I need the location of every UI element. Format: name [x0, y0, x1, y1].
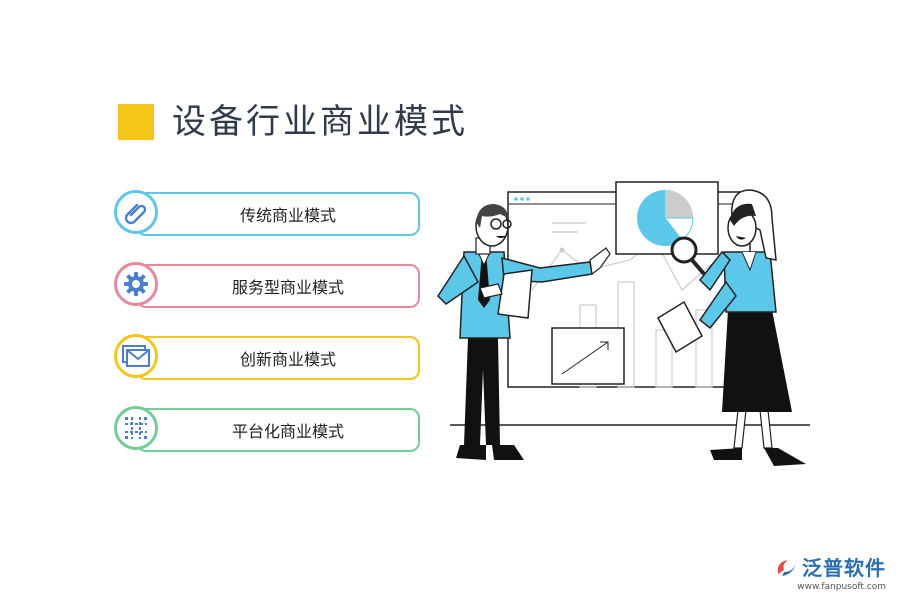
gear-icon — [114, 262, 158, 306]
item-label: 服务型商业模式 — [231, 278, 344, 297]
list-item-innovation: 创新商业模式 — [114, 334, 420, 380]
brand-name: 泛普软件 — [802, 556, 886, 580]
item-pill: 平台化商业模式 — [136, 408, 420, 452]
page-title: 设备行业商业模式 — [172, 102, 468, 142]
item-label: 平台化商业模式 — [231, 422, 344, 441]
brand-mark-icon — [777, 559, 796, 576]
list-item-platform: 平台化商业模式 — [114, 406, 420, 452]
title-accent-block — [118, 104, 154, 140]
item-pill: 创新商业模式 — [136, 336, 420, 380]
man-figure — [437, 204, 611, 460]
paperclip-icon — [114, 190, 158, 234]
brand-url: www.fanpusoft.com — [797, 582, 886, 592]
item-pill: 服务型商业模式 — [136, 264, 420, 308]
item-label: 创新商业模式 — [239, 350, 336, 369]
list-item-service: 服务型商业模式 — [114, 262, 420, 308]
woman-figure — [657, 189, 806, 466]
item-label: 传统商业模式 — [239, 206, 336, 225]
grid-icon — [114, 406, 158, 450]
business-illustration — [437, 181, 810, 466]
envelope-icon — [114, 334, 158, 378]
brand-logo: 泛普软件 www.fanpusoft.com — [774, 552, 886, 592]
item-pill: 传统商业模式 — [136, 192, 420, 236]
list-item-traditional: 传统商业模式 — [114, 190, 420, 236]
